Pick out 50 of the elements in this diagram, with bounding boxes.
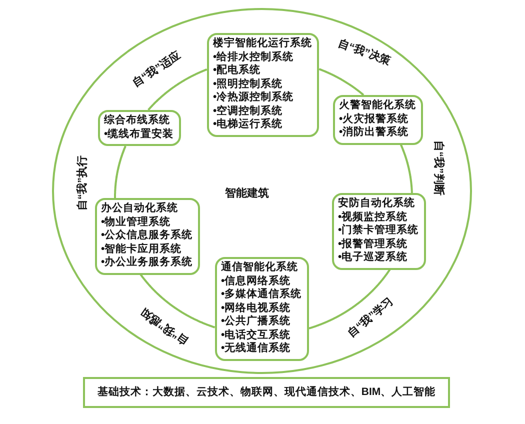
subsystem-item: •配电系统 <box>213 64 262 78</box>
ring-label: 自“我”执行 <box>76 156 90 210</box>
connector-arc <box>400 144 413 194</box>
subsystem-item: •智能卡应用系统 <box>101 242 183 256</box>
ring-label: 自“我”适应 <box>130 50 184 90</box>
subsystem-item: •报警管理系统 <box>338 238 409 251</box>
connector-arc <box>148 68 208 111</box>
ring-label: 自“我”学习 <box>346 295 396 341</box>
ring-label: 自“我”感知 <box>138 304 192 348</box>
system-card <box>98 110 181 146</box>
system-card <box>332 193 426 270</box>
ring-label: 自“我”决策 <box>336 37 392 69</box>
center-title: 智能建筑 <box>225 188 269 200</box>
system-card <box>95 198 200 274</box>
subsystem-item: •无线通信系统 <box>221 342 292 356</box>
subsystem-item: •物业管理系统 <box>101 216 172 229</box>
subsystem-item: •电子巡逻系统 <box>338 251 409 264</box>
subsystem-item: •火灾报警系统 <box>339 112 410 126</box>
connector-arc <box>318 68 364 96</box>
subsystem-item: •网络电视系统 <box>221 302 292 315</box>
subsystem-item: •电梯运行系统 <box>213 118 284 132</box>
system-heading: 通信智能化系统 <box>221 261 299 274</box>
system-heading: 安防自动化系统 <box>338 197 416 210</box>
subsystem-item: •公众信息服务系统 <box>101 229 193 242</box>
subsystem-item: •电话交互系统 <box>221 328 292 342</box>
ring-label: 自“我”判断 <box>432 140 444 196</box>
system-card <box>333 95 423 144</box>
system-heading: 火警智能化系统 <box>339 99 416 112</box>
technology-banner: 基础技术：大数据、云技术、物联网、现代通信技术、BIM、人工智能 <box>83 377 450 408</box>
subsystem-item: •多媒体通信系统 <box>221 288 302 302</box>
connector-arc <box>114 145 126 199</box>
subsystem-item: •给排水控制系统 <box>213 50 295 64</box>
subsystem-item: •信息网络系统 <box>221 274 292 288</box>
system-card <box>207 33 319 136</box>
subsystem-item: •照明控制系统 <box>213 78 284 91</box>
subsystem-item: •办公业务服务系统 <box>101 256 193 270</box>
subsystem-item: •门禁卡管理系统 <box>338 224 419 238</box>
subsystem-item: •消防出警系统 <box>339 126 410 140</box>
outer-ring <box>52 8 472 374</box>
subsystem-item: •公共广播系统 <box>221 315 292 328</box>
subsystem-item: •空调控制系统 <box>213 104 284 118</box>
connector-arc <box>308 268 391 330</box>
system-heading: 综合布线系统 <box>104 114 171 128</box>
system-heading: 楼宇智能化运行系统 <box>213 37 312 50</box>
subsystem-item: •缆线布置安装 <box>104 128 174 141</box>
connector-arc <box>140 274 216 328</box>
system-heading: 办公自动化系统 <box>101 202 179 216</box>
subsystem-item: •视频监控系统 <box>338 210 409 224</box>
system-card <box>215 257 309 360</box>
subsystem-item: •冷热源控制系统 <box>213 91 295 104</box>
